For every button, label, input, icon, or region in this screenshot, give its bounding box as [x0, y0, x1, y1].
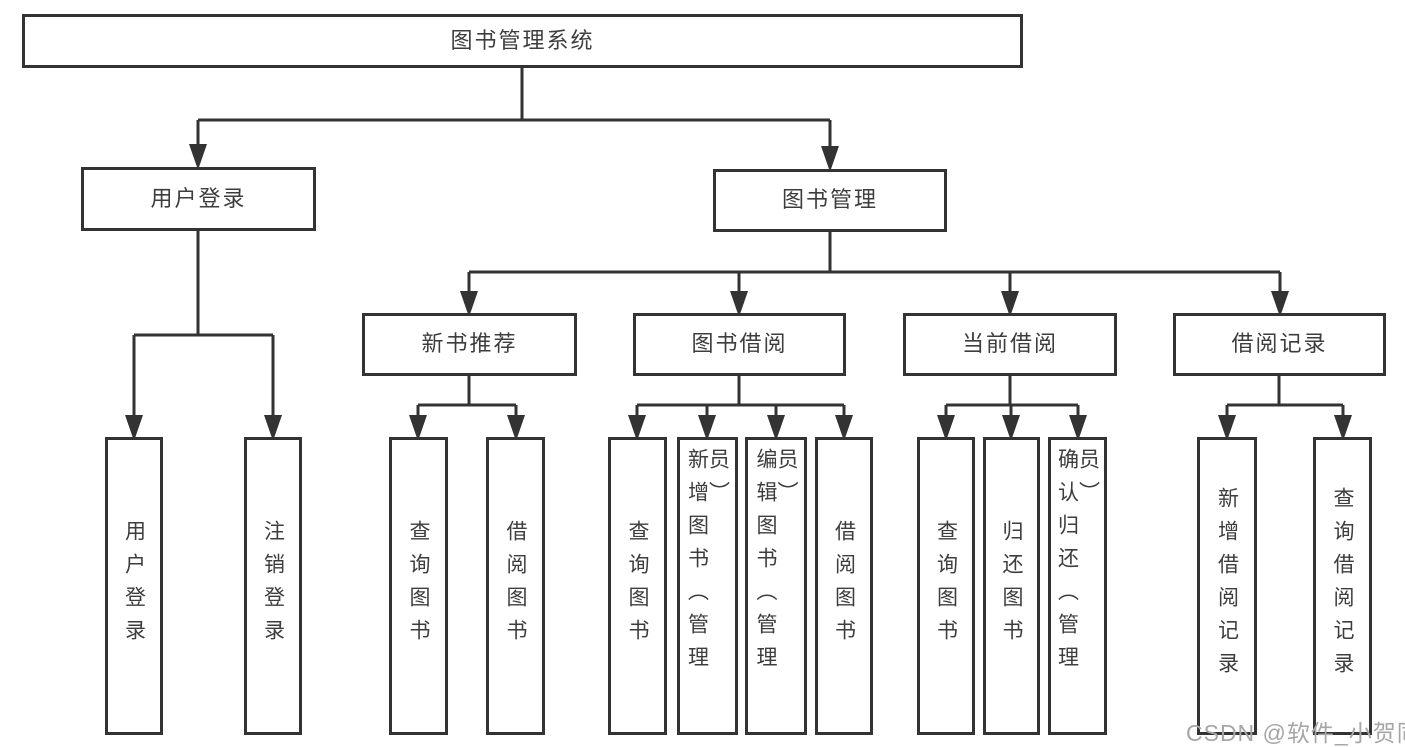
node-book-management-branch: 图书管理	[713, 169, 947, 232]
connector-borrow-records-children	[1218, 376, 1352, 441]
leaf-newbook-query-books: 查询图书	[389, 437, 448, 735]
leaf-add-books-admin: 新增图书（管理员）	[677, 437, 738, 735]
leaf-logout: 注销登录	[244, 437, 302, 735]
connector-book-borrow-children	[628, 376, 853, 441]
csdn-watermark: CSDN @软件_小贺同学	[1186, 720, 1405, 746]
node-current-borrow: 当前借阅	[903, 313, 1117, 376]
leaf-edit-books-admin: 编辑图书（管理员）	[745, 437, 807, 735]
node-borrow-records: 借阅记录	[1173, 313, 1386, 376]
leaf-return-books: 归还图书	[983, 437, 1040, 735]
node-new-book-recommend: 新书推荐	[362, 313, 577, 376]
node-root-library-system: 图书管理系统	[22, 14, 1023, 68]
leaf-user-login: 用户登录	[105, 437, 163, 735]
connector-new-book-children	[409, 376, 525, 441]
leaf-add-borrow-record: 新增借阅记录	[1197, 437, 1257, 735]
connector-user-login-children	[125, 231, 282, 441]
leaf-borrow-query-books: 查询图书	[608, 437, 667, 735]
node-user-login-branch: 用户登录	[81, 167, 316, 231]
connector-book-mgmt-children	[460, 231, 1289, 317]
leaf-newbook-borrow-books: 借阅图书	[486, 437, 545, 735]
node-book-borrow: 图书借阅	[633, 313, 846, 376]
leaf-query-borrow-record: 查询借阅记录	[1313, 437, 1372, 735]
connector-root-to-branches	[189, 67, 839, 172]
leaf-confirm-return-admin: 确认归还（管理员）	[1048, 437, 1107, 735]
leaf-current-query-books: 查询图书	[917, 437, 975, 735]
connector-current-borrow-children	[937, 376, 1087, 441]
leaf-borrow-books: 借阅图书	[815, 437, 873, 735]
